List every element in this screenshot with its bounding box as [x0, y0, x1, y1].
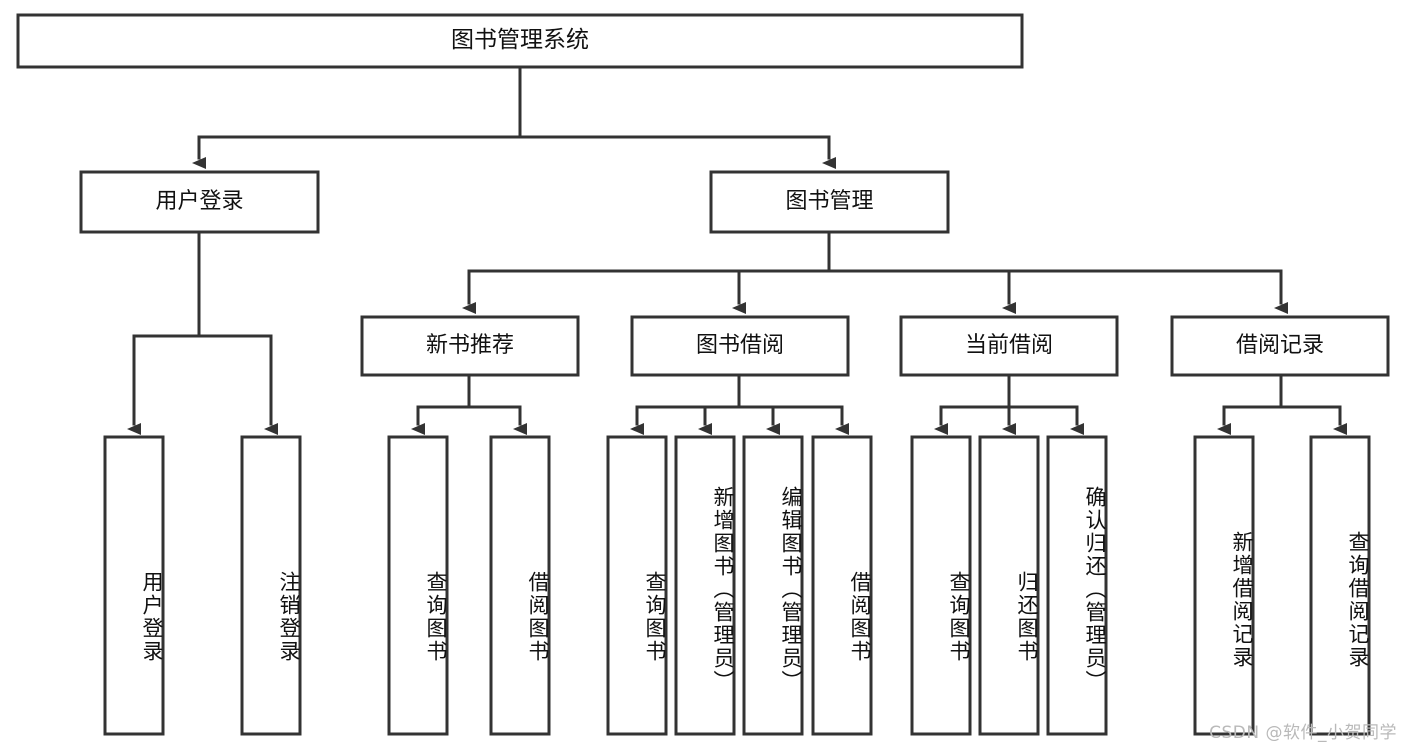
node-user-login-box[interactable] [79, 170, 320, 234]
node-root-box[interactable] [16, 13, 1024, 69]
node-leaf-logout-box[interactable] [240, 435, 302, 736]
node-borrow-records-box[interactable] [1170, 315, 1390, 377]
node-leaf-borrow-book-1-box[interactable] [489, 435, 551, 736]
node-new-book-box[interactable] [360, 315, 580, 377]
node-leaf-confirm-return-box[interactable] [1046, 435, 1108, 736]
node-book-manage-box[interactable] [709, 170, 950, 234]
node-current-borrow-box[interactable] [899, 315, 1119, 377]
node-leaf-add-book-box[interactable] [674, 435, 736, 736]
node-leaf-borrow-book-2-box[interactable] [811, 435, 873, 736]
node-leaf-query-book-2-box[interactable] [606, 435, 668, 736]
node-leaf-user-login-box[interactable] [103, 435, 165, 736]
node-book-borrow-box[interactable] [630, 315, 850, 377]
node-leaf-query-record-box[interactable] [1309, 435, 1371, 736]
node-leaf-query-book-3-box[interactable] [910, 435, 972, 736]
node-leaf-add-record-box[interactable] [1193, 435, 1255, 736]
node-leaf-query-book-1-box[interactable] [387, 435, 449, 736]
node-leaf-return-book-box[interactable] [978, 435, 1040, 736]
node-leaf-edit-book-box[interactable] [742, 435, 804, 736]
